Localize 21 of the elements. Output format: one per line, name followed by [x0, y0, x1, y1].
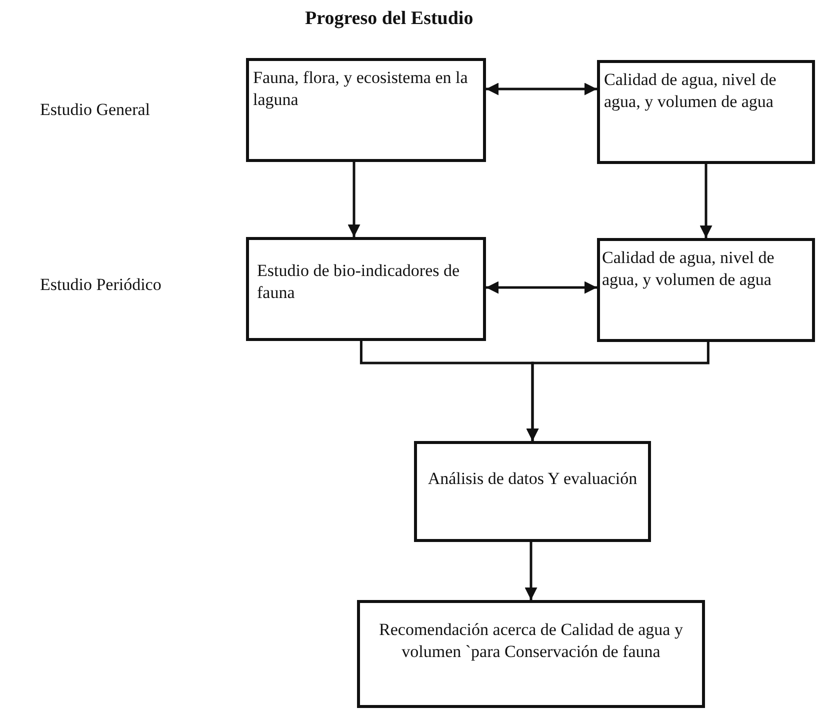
process-box	[597, 60, 815, 164]
arrow	[486, 82, 597, 96]
arrow	[348, 162, 360, 237]
box-text: Análisis de datos Y evaluación	[426, 468, 638, 490]
process-box	[246, 58, 486, 162]
process-box	[246, 237, 486, 341]
box-text: Fauna, flora, y ecosistema en la laguna	[253, 67, 469, 112]
arrow	[486, 281, 597, 294]
arrow	[524, 542, 538, 600]
process-box	[597, 238, 815, 342]
box-text: Calidad de agua, nivel de agua, y volumen de agua	[602, 247, 776, 292]
row-label: Estudio General	[40, 100, 150, 120]
box-text: Estudio de bio-indicadores de fauna	[257, 260, 461, 304]
box-text: Calidad de agua, nivel de agua, y volumen de agua	[604, 69, 778, 114]
process-box	[414, 441, 651, 542]
row-label: Estudio Periódico	[40, 275, 162, 295]
process-box	[357, 600, 705, 708]
arrow	[700, 164, 712, 238]
arrow	[526, 342, 710, 441]
box-text: Recomendación acerca de Calidad de agua y volumen `para Conservación de fauna	[378, 619, 684, 664]
diagram-title: Progreso del Estudio	[305, 8, 474, 30]
